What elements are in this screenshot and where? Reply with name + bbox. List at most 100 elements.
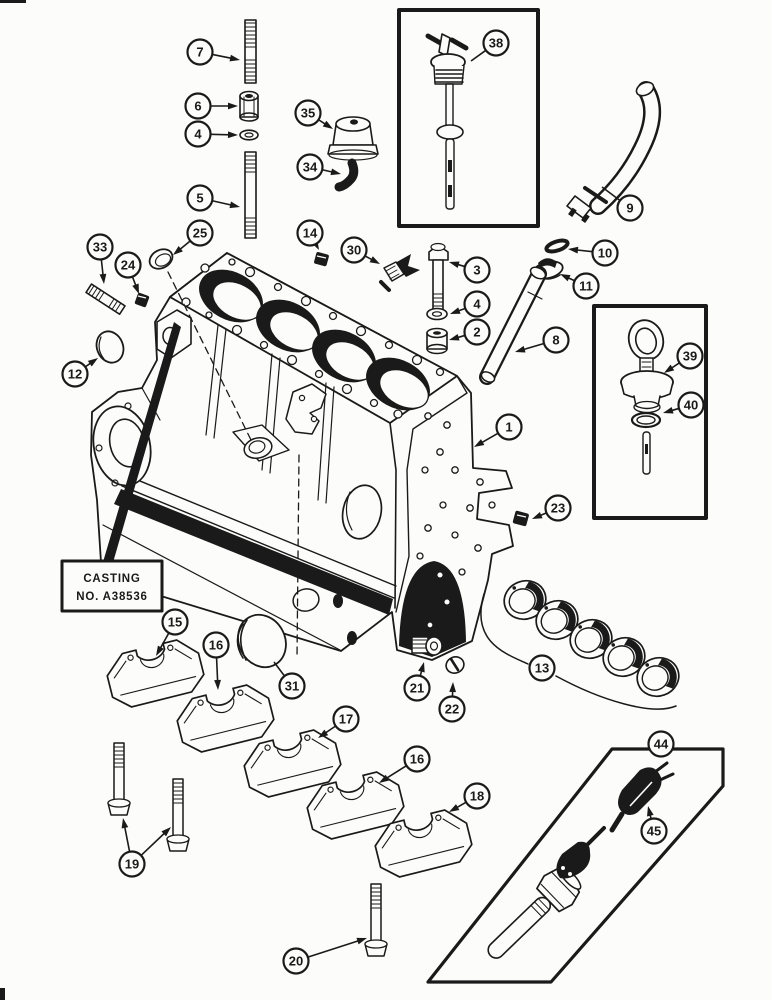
- callout-31: 31: [273, 661, 306, 700]
- oil-tube-8: [479, 266, 547, 385]
- bearing-cap: [374, 809, 473, 878]
- plug-22: [445, 656, 465, 674]
- scan-tick: [0, 988, 5, 1000]
- callout-23: 23: [532, 494, 572, 522]
- heater-cord-connector-45: [556, 826, 606, 879]
- callout-16: 16: [379, 745, 431, 783]
- callout-10: 10: [568, 239, 619, 267]
- cup-plug-31: [236, 613, 287, 669]
- callout-33: 33: [86, 233, 114, 284]
- callout-18: 18: [449, 782, 491, 812]
- callout-5: 5: [186, 184, 240, 212]
- svg-text:16: 16: [209, 638, 223, 653]
- callout-39: 39: [664, 342, 704, 373]
- main-bearing: [602, 636, 646, 678]
- plug-14: [314, 252, 329, 267]
- casting-label: CASTING NO. A38536: [60, 322, 181, 613]
- bearing-cap: [176, 684, 275, 753]
- gasket-40: [630, 411, 662, 429]
- bearing-caps: [106, 639, 473, 878]
- stud-5: [244, 151, 257, 239]
- svg-text:18: 18: [470, 789, 484, 804]
- callout-20: 20: [282, 937, 367, 975]
- bearing-bracket-line: [555, 675, 677, 710]
- callout-38: 38: [470, 29, 510, 62]
- callout-16: 16: [202, 631, 230, 690]
- main-bearing: [535, 599, 579, 641]
- svg-text:11: 11: [579, 279, 593, 294]
- svg-text:31: 31: [285, 679, 299, 694]
- casting-arrow: [103, 322, 181, 566]
- callout-22: 22: [438, 682, 466, 723]
- gauge-blade: [642, 431, 651, 475]
- bearing-cap: [306, 771, 405, 840]
- svg-text:4: 4: [473, 297, 481, 312]
- svg-text:39: 39: [683, 349, 697, 364]
- svg-text:10: 10: [598, 246, 612, 261]
- callout-17: 17: [318, 705, 360, 738]
- svg-text:13: 13: [535, 661, 549, 676]
- stud-33: [85, 283, 126, 316]
- svg-text:15: 15: [168, 615, 182, 630]
- callout-25: 25: [173, 219, 214, 255]
- svg-text:22: 22: [445, 702, 459, 717]
- svg-text:1: 1: [505, 420, 512, 435]
- filler-tube-9: [566, 81, 661, 223]
- inset-box-heater: [426, 747, 725, 984]
- svg-text:40: 40: [684, 398, 698, 413]
- inset-box-filler-cap: [592, 304, 708, 520]
- heater-plug: [609, 761, 675, 833]
- plate-bolt-holes: [416, 412, 496, 629]
- scan-tick: [0, 0, 26, 3]
- main-bearing: [569, 618, 613, 660]
- dashed-line: [296, 454, 300, 659]
- breather-elbow-34: [334, 158, 359, 192]
- main-bearing: [503, 579, 547, 621]
- main-bearing: [636, 656, 680, 698]
- callout-12: 12: [61, 358, 98, 388]
- callout-30: 30: [340, 236, 380, 264]
- drain-cock-30: [379, 254, 420, 292]
- svg-text:24: 24: [121, 258, 136, 273]
- callout-3: 3: [449, 256, 491, 284]
- svg-text:17: 17: [339, 712, 353, 727]
- casting-label-line1: CASTING: [83, 573, 140, 585]
- cylinder-block-1: [90, 252, 514, 661]
- bolt-19a: [107, 742, 131, 816]
- callout-8: 8: [515, 326, 570, 354]
- callout-15: 15: [156, 608, 189, 656]
- washer-4: [239, 129, 259, 141]
- svg-text:4: 4: [194, 127, 202, 142]
- plug-23: [512, 510, 529, 527]
- cylinder-bores: [199, 269, 430, 411]
- cup-plug-25: [148, 248, 174, 270]
- inset-box-dipstick: [397, 8, 540, 228]
- plug-24: [134, 292, 150, 308]
- washer-4b: [426, 307, 448, 321]
- o-ring-10: [544, 238, 570, 254]
- callout-24: 24: [114, 251, 142, 294]
- svg-text:33: 33: [93, 240, 107, 255]
- svg-text:8: 8: [552, 333, 559, 348]
- svg-text:5: 5: [196, 191, 203, 206]
- svg-text:35: 35: [301, 106, 315, 121]
- filler-cap-39: [620, 319, 674, 414]
- svg-text:34: 34: [303, 160, 318, 175]
- callout-4: 4: [184, 120, 238, 148]
- bearing-cap: [106, 639, 205, 708]
- nut-6: [239, 90, 259, 122]
- bearing-cap: [243, 729, 342, 798]
- callout-21: 21: [403, 662, 431, 702]
- svg-text:12: 12: [68, 367, 82, 382]
- svg-text:45: 45: [647, 824, 661, 839]
- callout-6: 6: [184, 92, 238, 120]
- svg-text:9: 9: [626, 201, 633, 216]
- callout-44: 44: [647, 730, 675, 758]
- callout-40: 40: [663, 391, 705, 419]
- svg-text:38: 38: [489, 36, 503, 51]
- callout-2: 2: [449, 318, 491, 346]
- bearing-bracket-line: [480, 593, 529, 665]
- stud-7: [244, 19, 257, 84]
